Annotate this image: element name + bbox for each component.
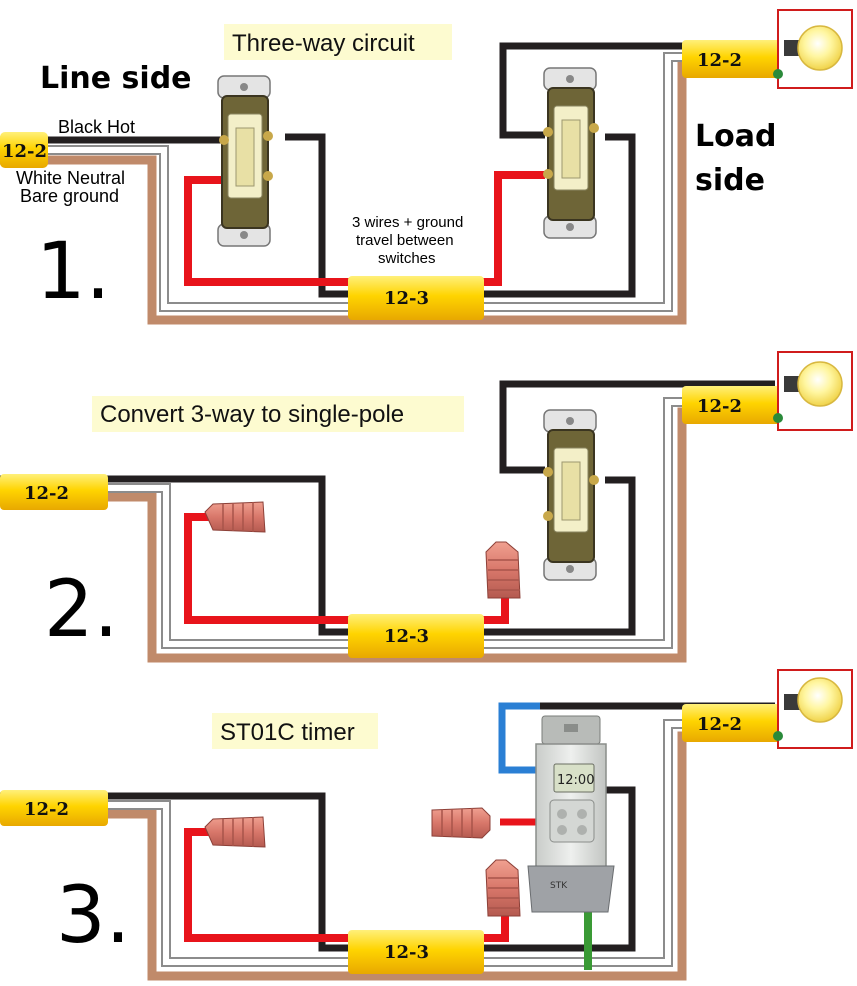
cable-label: 12-3 [384, 288, 429, 309]
cable-label: 12-2 [24, 799, 69, 820]
cable-label: 12-3 [384, 942, 429, 963]
title-background [212, 713, 378, 749]
section-title: Three-way circuit [232, 30, 415, 57]
cable-label: 12-2 [697, 396, 742, 417]
cable-12-3 [348, 276, 484, 320]
section-title: Convert 3-way to single-pole [100, 401, 404, 428]
light-bulb-icon [773, 351, 853, 431]
cable-12-2-load [682, 40, 782, 78]
traveler-note: travel between [356, 232, 454, 249]
cable-12-2-line [0, 132, 48, 168]
cable-12-2-load [682, 704, 782, 742]
white-neutral-label: White Neutral [16, 168, 125, 188]
title-background [224, 24, 452, 60]
timer-display: 12:00 [557, 773, 594, 788]
bare-ground-label: Bare ground [20, 186, 119, 206]
traveler-note: switches [378, 250, 436, 267]
capped-red-wire [184, 828, 509, 942]
wire-nut-icon [204, 816, 266, 848]
cable-label: 12-2 [2, 141, 47, 162]
light-bulb-icon [773, 669, 853, 749]
step-number: 3. [56, 871, 130, 961]
toggle-switch-icon [217, 75, 273, 247]
traveler-red-wire [184, 171, 545, 286]
timer-switch-icon: 12:00 STK [527, 715, 615, 913]
cable-label: 12-3 [384, 626, 429, 647]
toggle-switch-icon [543, 409, 599, 581]
hot-wire-load [499, 42, 775, 139]
cable-label: 12-2 [24, 483, 69, 504]
toggle-switch-icon [543, 67, 599, 239]
line-side-label: Line side [40, 61, 192, 96]
light-bulb-icon [773, 9, 853, 89]
cable-12-3 [348, 614, 484, 658]
wire-nut-icon [485, 541, 521, 599]
section-title: ST01C timer [220, 719, 355, 746]
section-3-timer: 12-2 12-3 12-2 12:00 [0, 669, 853, 981]
wire-nut-icon [485, 859, 521, 917]
cable-label: 12-2 [697, 714, 742, 735]
step-number: 2. [44, 565, 118, 655]
cable-label: 12-2 [697, 50, 742, 71]
section-2-single-pole: 12-2 12-3 12-2 [0, 351, 853, 663]
capped-red-wire [184, 513, 509, 624]
cable-12-3 [348, 930, 484, 974]
step-number: 1. [36, 227, 110, 317]
load-side-label: side [695, 163, 765, 198]
cable-12-2-line [0, 474, 108, 510]
cable-12-2-line [0, 790, 108, 826]
section-1-three-way: 12-2 12-3 12-2 [0, 9, 853, 325]
hot-wire-load [499, 380, 775, 474]
black-hot-label: Black Hot [58, 117, 135, 137]
wire-nut-icon [204, 501, 266, 533]
title-background [92, 396, 464, 432]
traveler-note: 3 wires + ground [352, 214, 463, 231]
timer-brand: STK [550, 881, 568, 891]
load-side-label: Load [695, 119, 776, 154]
wire-nut-icon [431, 807, 491, 839]
cable-12-2-load [682, 386, 782, 424]
